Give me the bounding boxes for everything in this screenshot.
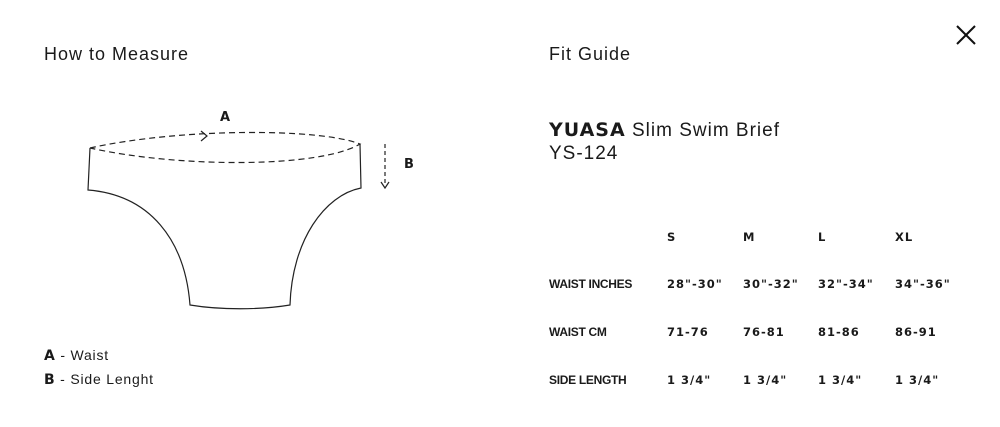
row-label: WAIST CM — [549, 325, 607, 339]
row-label: SIDE LENGTH — [549, 373, 627, 387]
table-cell: 1 3/4" — [818, 373, 863, 387]
table-cell: 34"-36" — [895, 277, 951, 291]
fit-guide-title: Fit Guide — [549, 44, 632, 64]
brief-outline-icon — [87, 130, 390, 310]
size-header: XL — [895, 230, 914, 244]
table-row: WAIST INCHES 28"-30" 30"-32" 32"-34" 34"… — [549, 277, 959, 297]
legend-text: - Side Lenght — [55, 371, 154, 387]
table-cell: 81-86 — [818, 325, 860, 339]
table-row: SIDE LENGTH 1 3/4" 1 3/4" 1 3/4" 1 3/4" — [549, 373, 959, 393]
close-icon — [956, 25, 976, 45]
table-cell: 1 3/4" — [667, 373, 712, 387]
size-header: L — [818, 230, 827, 244]
table-cell: 32"-34" — [818, 277, 874, 291]
table-cell: 28"-30" — [667, 277, 723, 291]
legend-item-waist: A - Waist — [44, 347, 109, 364]
product-title: Slim Swim Brief — [625, 120, 780, 141]
diagram-label-a: A — [220, 110, 231, 125]
how-to-measure-title: How to Measure — [44, 44, 190, 64]
table-row: WAIST CM 71-76 76-81 81-86 86-91 — [549, 325, 959, 345]
legend-text: - Waist — [55, 347, 109, 363]
table-cell: 1 3/4" — [895, 373, 940, 387]
close-button[interactable] — [953, 22, 979, 48]
product-name: YUASA Slim Swim Brief — [549, 119, 780, 142]
diagram-label-b: B — [404, 157, 414, 172]
table-cell: 30"-32" — [743, 277, 799, 291]
product-brand: YUASA — [549, 119, 626, 141]
size-header: M — [743, 230, 756, 244]
table-cell: 1 3/4" — [743, 373, 788, 387]
product-code: YS-124 — [549, 143, 619, 164]
row-label: WAIST INCHES — [549, 277, 633, 291]
brief-measure-diagram: A B — [60, 100, 440, 320]
size-header: S — [667, 230, 677, 244]
legend-item-side-length: B - Side Lenght — [44, 371, 154, 388]
table-cell: 71-76 — [667, 325, 709, 339]
size-header-row: S M L XL — [549, 230, 959, 250]
legend-key: A — [44, 348, 56, 364]
table-cell: 76-81 — [743, 325, 785, 339]
table-cell: 86-91 — [895, 325, 937, 339]
legend-key: B — [44, 372, 56, 388]
